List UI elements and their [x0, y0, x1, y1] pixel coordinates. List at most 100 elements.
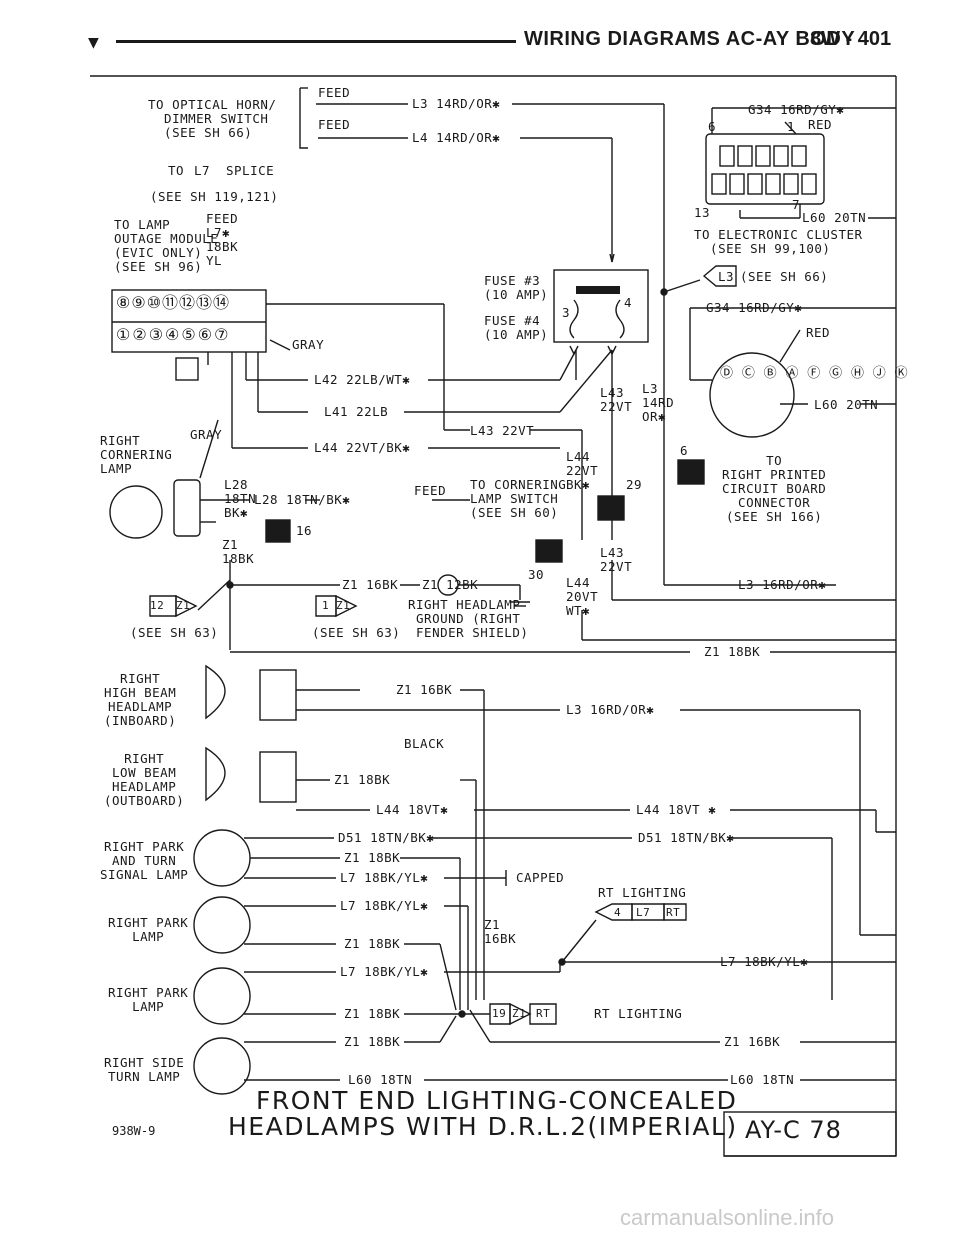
cluster-pin-letters: Ⓓ Ⓒ Ⓑ Ⓐ Ⓕ Ⓖ Ⓗ Ⓙ Ⓚ [720, 366, 909, 381]
feed-bracket [299, 88, 308, 149]
splice-box-6 [677, 459, 705, 485]
tag-rt-b: RT [536, 1007, 551, 1020]
triangle-down-icon: ▼ [88, 32, 99, 53]
park-lamp-a [193, 896, 251, 954]
park-lamp-label-b: RIGHT PARK LAMP [108, 985, 189, 1014]
z1-18bk-label-b: Z1 18BK [704, 644, 761, 659]
pin-16: 16 [296, 523, 313, 538]
pin-29: 29 [626, 477, 643, 492]
splice-label: SPLICE [226, 163, 275, 178]
side-turn-lamp [193, 1037, 251, 1095]
diagram-title-line-1: FRONT END LIGHTING-CONCEALED [256, 1086, 738, 1115]
z1-18bk-label-g: Z1 18BK [344, 1034, 401, 1049]
red-label-b: RED [806, 325, 831, 340]
gray-label-a: GRAY [292, 337, 325, 352]
feed-label-a: FEED [318, 85, 351, 100]
watermark: carmanualsonline.info [620, 1205, 835, 1230]
to-label: TO [168, 163, 185, 178]
l42-wire-label: L42 22LB/WT✱ [314, 372, 411, 387]
connector-pins-bottom: ①②③④⑤⑥⑦ [116, 325, 231, 344]
pin-6-top: 6 [708, 119, 717, 134]
z1-16bk-label-c: Z1 16BK [484, 917, 517, 946]
high-beam-lamp [205, 664, 226, 720]
header-page-number: 8W - 401 [810, 28, 892, 50]
round-cluster-connector [709, 352, 795, 438]
l44-18vt-label-a: L44 18VT✱ [376, 802, 449, 817]
z1-12bk-label: Z1 12BK [422, 577, 479, 592]
pin-1: 1 [787, 119, 796, 134]
capped-label: CAPPED [516, 870, 565, 885]
reference-code: AY-C 78 [745, 1116, 842, 1144]
header-title: WIRING DIAGRAMS AC-AY BODY [524, 28, 856, 50]
to-cluster-label: TO ELECTRONIC CLUSTER (SEE SH 99,100) [694, 227, 863, 256]
l44-wire-label: L44 22VT/BK✱ [314, 440, 411, 455]
low-beam-lamp [205, 746, 226, 802]
diagram-title-line-2: HEADLAMPS WITH D.R.L.2(IMPERIAL) [228, 1112, 738, 1141]
tag-z1-c: Z1 [512, 1007, 527, 1020]
l3-14rd-label: L3 14RD OR✱ [642, 381, 675, 424]
high-beam-connector [259, 669, 297, 721]
fuse-4-label: FUSE #4 (10 AMP) [484, 313, 549, 342]
right-cornering-label: RIGHT CORNERING LAMP [100, 433, 173, 476]
d51-label-a: D51 18TN/BK✱ [338, 830, 435, 845]
fuse-pin-3: 3 [562, 305, 571, 320]
z1-16bk-label-b: Z1 16BK [396, 682, 453, 697]
splice-box-29 [597, 495, 625, 521]
ref-box [723, 1111, 897, 1157]
l4-wire-label: L4 14RD/OR✱ [412, 130, 501, 145]
rt-lighting-label-a: RT LIGHTING [598, 885, 687, 900]
tag-rt-a: RT [666, 906, 681, 919]
fuse-pin-4: 4 [624, 295, 633, 310]
lamp-outage-label: TO LAMP OUTAGE MODULE (EVIC ONLY) (SEE S… [114, 217, 219, 274]
l60-18tn-label-b: L60 18TN [730, 1072, 795, 1087]
to-cornering-switch-label: TO CORNERING LAMP SWITCH (SEE SH 60) [470, 477, 567, 520]
z1-18bk-label-c: Z1 18BK [334, 772, 391, 787]
feed-l7-label: FEED L7✱ 18BK YL [206, 211, 239, 268]
rt-lighting-label-b: RT LIGHTING [594, 1006, 683, 1021]
l43-label-c: L43 22VT [600, 545, 633, 574]
connector-latch [175, 357, 199, 381]
l44-label-c: L44 20VT WT✱ [566, 575, 599, 618]
optical-horn-label: TO OPTICAL HORN/ DIMMER SWITCH (SEE SH 6… [148, 97, 277, 140]
gray-label-b: GRAY [190, 427, 223, 442]
z1-18bk-label-d: Z1 18BK [344, 850, 401, 865]
l7-label-c: L7 18BK/YL✱ [340, 964, 429, 979]
z1-18bk-label-a: Z1 18BK [222, 537, 255, 566]
z1-18bk-label-f: Z1 18BK [344, 1006, 401, 1021]
see-sheet-63-a: (SEE SH 63) [130, 625, 219, 640]
l3-16rd-label-b: L3 16RD/OR✱ [566, 702, 655, 717]
park-lamp-label-a: RIGHT PARK LAMP [108, 915, 189, 944]
to-printed-board-label: TO RIGHT PRINTED CIRCUIT BOARD CONNECTOR… [722, 453, 827, 524]
cluster-pin-row-bottom [711, 173, 817, 195]
fuse-block [553, 269, 649, 343]
l7-label-a: L7 18BK/YL✱ [340, 870, 429, 885]
park-lamp-b [193, 967, 251, 1025]
high-beam-label: RIGHT HIGH BEAM HEADLAMP (INBOARD) [104, 671, 177, 728]
low-beam-label: RIGHT LOW BEAM HEADLAMP (OUTBOARD) [104, 751, 185, 808]
cornering-connector [173, 479, 201, 537]
l60-label-a: L60 20TN [802, 210, 867, 225]
page-header: ▼ WIRING DIAGRAMS AC-AY BODY 8W - 401 [0, 0, 960, 70]
l44-18vt-label-b: L44 18VT ✱ [636, 802, 717, 817]
pin-6-b: 6 [680, 443, 689, 458]
l3-tag: L3 [718, 269, 735, 284]
low-beam-connector [259, 751, 297, 803]
g34-label-b: G34 16RD/GY✱ [706, 300, 803, 315]
see-sheet-119: (SEE SH 119,121) [150, 189, 279, 204]
z1-16bk-label-a: Z1 16BK [342, 577, 399, 592]
l7-label-b: L7 18BK/YL✱ [340, 898, 429, 913]
pin-7: 7 [792, 197, 801, 212]
tag-4: 4 [614, 906, 622, 919]
side-turn-label: RIGHT SIDE TURN LAMP [104, 1055, 185, 1084]
l7-tag: L7 [194, 163, 211, 178]
l43-label-b: L43 22VT [470, 423, 535, 438]
z1-18bk-label-e: Z1 18BK [344, 936, 401, 951]
feed-label-c: FEED [414, 483, 447, 498]
park-turn-label: RIGHT PARK AND TURN SIGNAL LAMP [100, 839, 189, 882]
l3-wire-label: L3 14RD/OR✱ [412, 96, 501, 111]
splice-box-left [535, 539, 563, 563]
z1-16bk-label-d: Z1 16BK [724, 1034, 781, 1049]
see-sheet-63-b: (SEE SH 63) [312, 625, 401, 640]
d51-label-b: D51 18TN/BK✱ [638, 830, 735, 845]
